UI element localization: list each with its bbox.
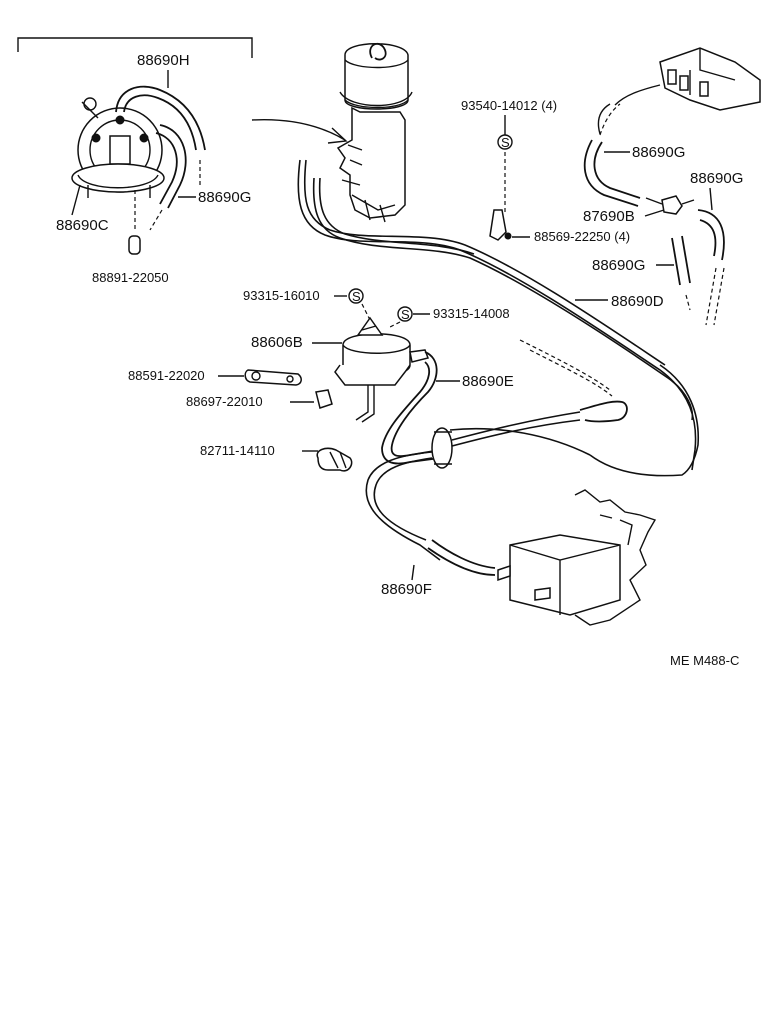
- svg-text:S: S: [501, 135, 510, 150]
- svg-text:S: S: [352, 289, 361, 304]
- inset-bracket: [17, 37, 253, 58]
- actuator-88606B: [334, 316, 429, 423]
- hose-88690H-inner: [123, 94, 197, 151]
- pipe-88690D-4: [318, 177, 475, 255]
- label-88690G-right-upper: 88690G: [632, 144, 685, 161]
- hose-88690G-right-small: [697, 209, 725, 261]
- clamp-88569: [489, 209, 507, 241]
- part-88697: [315, 389, 333, 409]
- label-88591-22020: 88591-22020: [128, 368, 205, 383]
- label-93315-16010: 93315-16010: [243, 288, 320, 303]
- part-87690B: [661, 195, 683, 215]
- label-82711-14110: 82711-14110: [200, 443, 275, 458]
- hose-88690E: [390, 351, 441, 458]
- hose-88690G-right-upper: [593, 141, 641, 199]
- pipe-88690D-2: [303, 159, 666, 366]
- pipe-88690D-3: [312, 177, 694, 421]
- label-88690G-inset: 88690G: [198, 189, 251, 206]
- inset-arrow-head: [327, 127, 348, 144]
- label-88606B: 88606B: [251, 334, 303, 351]
- label-88690E: 88690E: [462, 373, 514, 390]
- label-88690H: 88690H: [137, 52, 190, 69]
- hose-88690G-inset: [159, 124, 187, 209]
- label-88569-22250: 88569-22250 (4): [534, 229, 630, 244]
- hose-88690H: [115, 85, 206, 151]
- label-88697-22010: 88697-22010: [186, 394, 263, 409]
- s-mark-93315-16010: [348, 288, 364, 304]
- part-88891-icon: [128, 235, 141, 255]
- hose-88690F: [365, 451, 441, 561]
- pipe-mid: [451, 411, 581, 441]
- pulley-assembly: [71, 97, 165, 198]
- svg-text:S: S: [401, 307, 410, 322]
- hose-88690G-inset-inner: [155, 132, 178, 205]
- s-mark-93315-14008: [397, 306, 413, 322]
- inset-arrow: [251, 118, 346, 141]
- grommet: [431, 427, 453, 469]
- hose-88690G-vertical: [671, 237, 681, 286]
- label-88891-22050: 88891-22050: [92, 270, 169, 285]
- label-88690F: 88690F: [381, 581, 432, 598]
- charcoal-canister: [497, 489, 657, 626]
- label-88690G-right: 88690G: [690, 170, 743, 187]
- label-88690C: 88690C: [56, 217, 109, 234]
- pipe-88690D-lower2: [449, 427, 591, 456]
- air-cleaner-assembly: [336, 42, 413, 223]
- pipe-88690D-lower: [589, 364, 700, 477]
- vacuum-switching-valve: [614, 47, 761, 111]
- label-93540-14012: 93540-14012 (4): [461, 98, 557, 113]
- diagram-code: ME M488-C: [670, 653, 739, 668]
- label-88690D: 88690D: [611, 293, 664, 310]
- label-88690G-vertical: 88690G: [592, 257, 645, 274]
- label-93315-14008: 93315-14008: [433, 306, 510, 321]
- label-87690B: 87690B: [583, 208, 635, 225]
